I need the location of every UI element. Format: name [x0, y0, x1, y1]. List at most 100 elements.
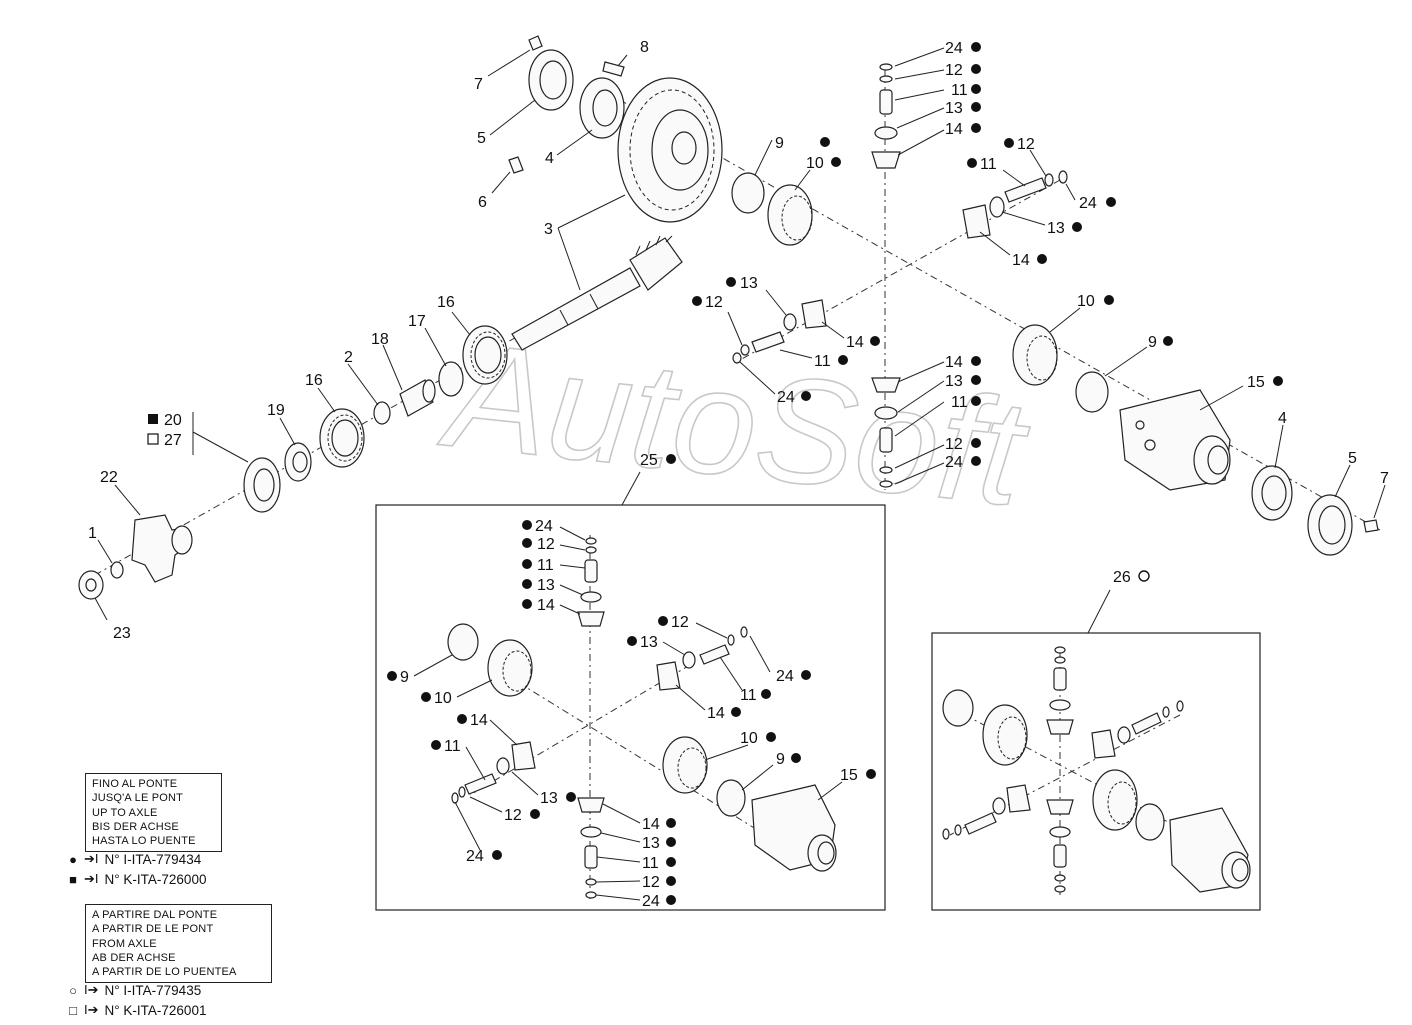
label-5: 5 — [477, 130, 486, 147]
dot-marker — [831, 157, 841, 167]
label-11: 11 — [980, 156, 997, 173]
o-ring-part-1 — [110, 561, 124, 579]
label-9: 9 — [1148, 334, 1157, 351]
bearing-part-16-upper — [462, 325, 508, 385]
crown-wheel-part-3 — [617, 77, 723, 223]
label-13: 13 — [642, 835, 660, 852]
ring-part-12-bottom — [879, 466, 893, 474]
label-25: 25 — [640, 452, 658, 469]
label-26: 26 — [1113, 569, 1131, 586]
planet-gear-part-14-right — [962, 204, 991, 239]
label-24: 24 — [642, 893, 660, 910]
label-11: 11 — [537, 557, 554, 574]
serial-from-1: ○ I➔ N° I-ITA-779435 — [66, 982, 201, 998]
note-line: A PARTIR DE LO PUENTEA — [92, 966, 237, 979]
pin-part-11-bottom — [879, 427, 893, 453]
bearing-part-4-upper — [579, 77, 625, 139]
arrow-to-bar-icon: ➔I — [84, 871, 99, 886]
bearing-part-4-lower — [1251, 465, 1293, 521]
filled-square-icon: ■ — [69, 871, 77, 887]
bar-to-arrow-icon: I➔ — [84, 982, 99, 997]
serial-up-to-2: ■ ➔I N° K-ITA-726000 — [66, 871, 206, 887]
label-14: 14 — [537, 597, 555, 614]
spacer-sleeve-part-18 — [399, 379, 436, 417]
note-line: UP TO AXLE — [92, 806, 158, 819]
label-11: 11 — [444, 738, 461, 755]
label-12: 12 — [504, 807, 522, 824]
nut-part-23 — [78, 570, 104, 600]
washer-part-13-right — [989, 196, 1005, 218]
filled-circle-icon: ● — [69, 851, 77, 867]
bolt-part-6 — [508, 156, 524, 174]
washer-part-13-left — [783, 313, 797, 331]
label-11: 11 — [740, 687, 757, 704]
label-17: 17 — [408, 313, 426, 330]
thrust-washer-part-9-lower — [1075, 371, 1109, 413]
open-circle-icon: ○ — [69, 982, 77, 998]
label-16: 16 — [437, 294, 455, 311]
label-24: 24 — [535, 518, 553, 535]
ring-part-24-right — [1058, 170, 1068, 184]
note-line: BIS DER ACHSE — [92, 820, 179, 833]
washer-part-13-bottom — [874, 406, 898, 420]
label-13: 13 — [1047, 220, 1065, 237]
label-14: 14 — [707, 705, 725, 722]
label-10: 10 — [434, 690, 452, 707]
label-12: 12 — [705, 294, 723, 311]
ring-part-12-top — [879, 75, 893, 83]
label-12: 12 — [945, 436, 963, 453]
note-line: FINO AL PONTE — [92, 778, 178, 790]
label-10: 10 — [806, 155, 824, 172]
label-11: 11 — [951, 394, 968, 411]
label-9: 9 — [400, 669, 409, 686]
label-24: 24 — [945, 454, 963, 471]
screw-part-7-lower — [1363, 519, 1379, 533]
label-13: 13 — [640, 634, 658, 651]
planet-gear-part-14-left — [801, 299, 827, 329]
bearing-part-16-lower — [319, 408, 365, 468]
label-4: 4 — [545, 150, 554, 167]
side-gear-part-10-upper — [767, 184, 813, 246]
ring-part-24-bottom — [879, 480, 893, 488]
label-12: 12 — [945, 62, 963, 79]
pinion-shaft-part-3 — [511, 235, 683, 351]
label-14: 14 — [1012, 252, 1030, 269]
label-12: 12 — [671, 614, 689, 631]
label-27: 27 — [164, 432, 182, 449]
label-14: 14 — [470, 712, 488, 729]
label-24: 24 — [945, 40, 963, 57]
planet-gear-part-14-top — [871, 151, 901, 169]
label-4: 4 — [1278, 410, 1287, 427]
label-13: 13 — [945, 373, 963, 390]
washer-part-13-top — [874, 126, 898, 140]
note-line: HASTA LO PUENTE — [92, 835, 196, 848]
label-15: 15 — [1247, 374, 1265, 391]
serial-number: N° I-ITA-779434 — [104, 851, 202, 867]
label-19: 19 — [267, 402, 285, 419]
inset-box-25 — [375, 504, 886, 911]
label-12: 12 — [537, 536, 555, 553]
label-20: 20 — [164, 412, 182, 429]
label-24: 24 — [776, 668, 794, 685]
label-13: 13 — [540, 790, 558, 807]
label-3: 3 — [544, 221, 553, 238]
note-line: A PARTIRE DAL PONTE — [92, 909, 218, 921]
arrow-to-bar-icon: ➔I — [84, 851, 99, 866]
shim-ring-part-17 — [438, 361, 464, 397]
note-line: FROM AXLE — [92, 937, 157, 950]
open-square-marker — [147, 433, 159, 445]
note-from-axle: A PARTIRE DAL PONTE A PARTIR DE LE PONT … — [85, 904, 272, 984]
dot-marker — [666, 454, 676, 464]
serial-number: N° K-ITA-726001 — [104, 1002, 207, 1018]
note-up-to-axle: FINO AL PONTE JUSQ'A LE PONT UP TO AXLE … — [85, 773, 222, 853]
inset-26-parts — [942, 646, 1251, 895]
pin-part-11-left — [751, 331, 785, 353]
bolt-part-8 — [602, 61, 625, 77]
serial-number: N° I-ITA-779435 — [104, 982, 202, 998]
pin-part-11-top — [879, 89, 893, 115]
inset-25-labels: 24 12 11 13 14 9 10 12 13 24 11 14 14 11… — [400, 518, 858, 910]
label-13: 13 — [740, 275, 758, 292]
inset-25-markers — [387, 520, 876, 905]
thrust-washer-part-9-upper — [731, 172, 765, 214]
